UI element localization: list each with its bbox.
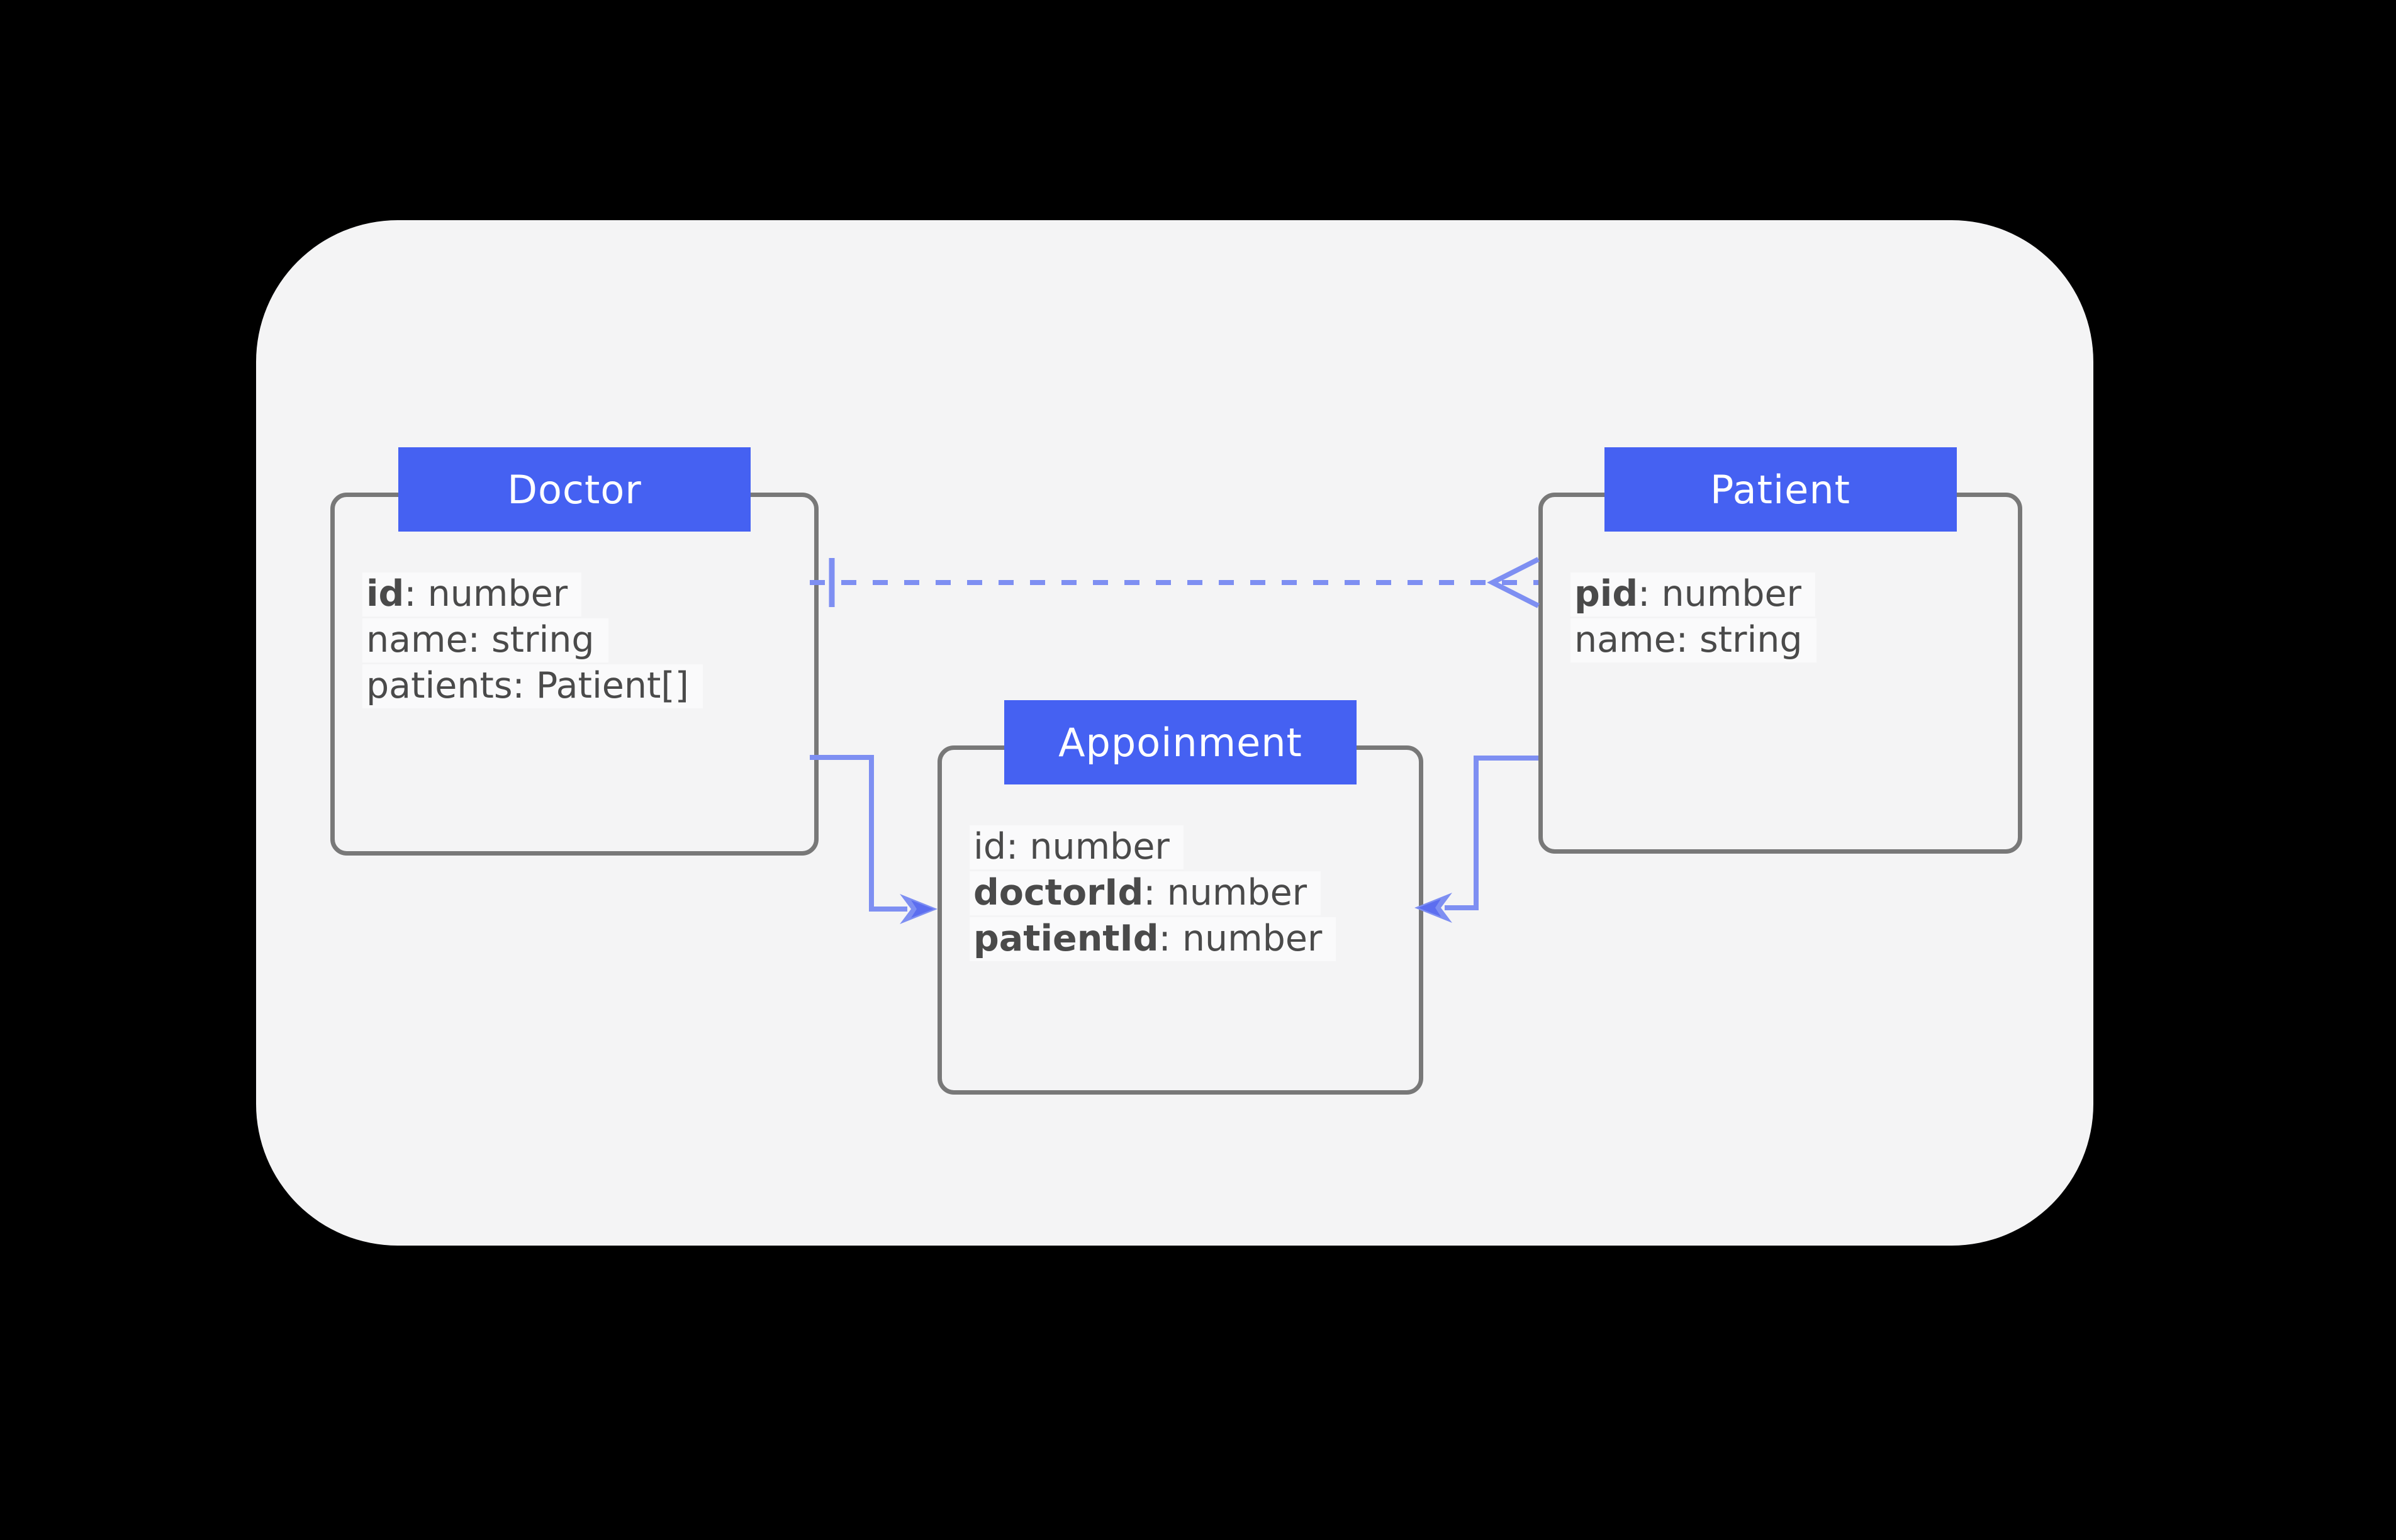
field-key: patientId [973, 918, 1159, 959]
entity-patient-fields: pid: number name: string [1570, 571, 1817, 663]
field-type: : string [1676, 619, 1803, 661]
entity-appoinment-header[interactable]: Appoinment [1004, 700, 1357, 784]
field-key: id [366, 573, 405, 615]
field-type: : string [467, 619, 595, 661]
field-key: doctorId [973, 872, 1144, 913]
field-row: name: string [362, 617, 703, 663]
entity-doctor-header[interactable]: Doctor [398, 447, 751, 532]
field-key: name [1574, 619, 1676, 661]
entity-patient-title: Patient [1710, 466, 1850, 513]
field-type: : number [1143, 872, 1307, 913]
field-key: patients [366, 665, 513, 706]
field-type: : number [1638, 573, 1801, 615]
field-row: id: number [362, 571, 703, 617]
entity-appoinment[interactable]: Appoinment id: number doctorId: number p… [938, 700, 1423, 1095]
entity-patient-header[interactable]: Patient [1604, 447, 1957, 532]
entity-appoinment-title: Appoinment [1058, 719, 1302, 766]
entity-doctor-fields: id: number name: string patients: Patien… [362, 571, 703, 709]
field-row: patientId: number [970, 916, 1336, 962]
entity-doctor-title: Doctor [507, 466, 642, 513]
field-key: id [973, 826, 1007, 868]
field-row: patients: Patient[] [362, 663, 703, 709]
entity-patient[interactable]: Patient pid: number name: string [1538, 447, 2022, 854]
field-key: name [366, 619, 468, 661]
field-row: id: number [970, 824, 1336, 870]
field-type: : number [1158, 918, 1323, 959]
entity-appoinment-fields: id: number doctorId: number patientId: n… [970, 824, 1336, 962]
field-row: pid: number [1570, 571, 1817, 617]
field-type: : Patient[] [512, 665, 689, 706]
entity-doctor[interactable]: Doctor id: number name: string patients:… [330, 447, 819, 856]
field-type: : number [404, 573, 568, 615]
field-row: name: string [1570, 617, 1817, 663]
field-key: pid [1574, 573, 1638, 615]
field-row: doctorId: number [970, 870, 1336, 916]
field-type: : number [1006, 826, 1170, 868]
